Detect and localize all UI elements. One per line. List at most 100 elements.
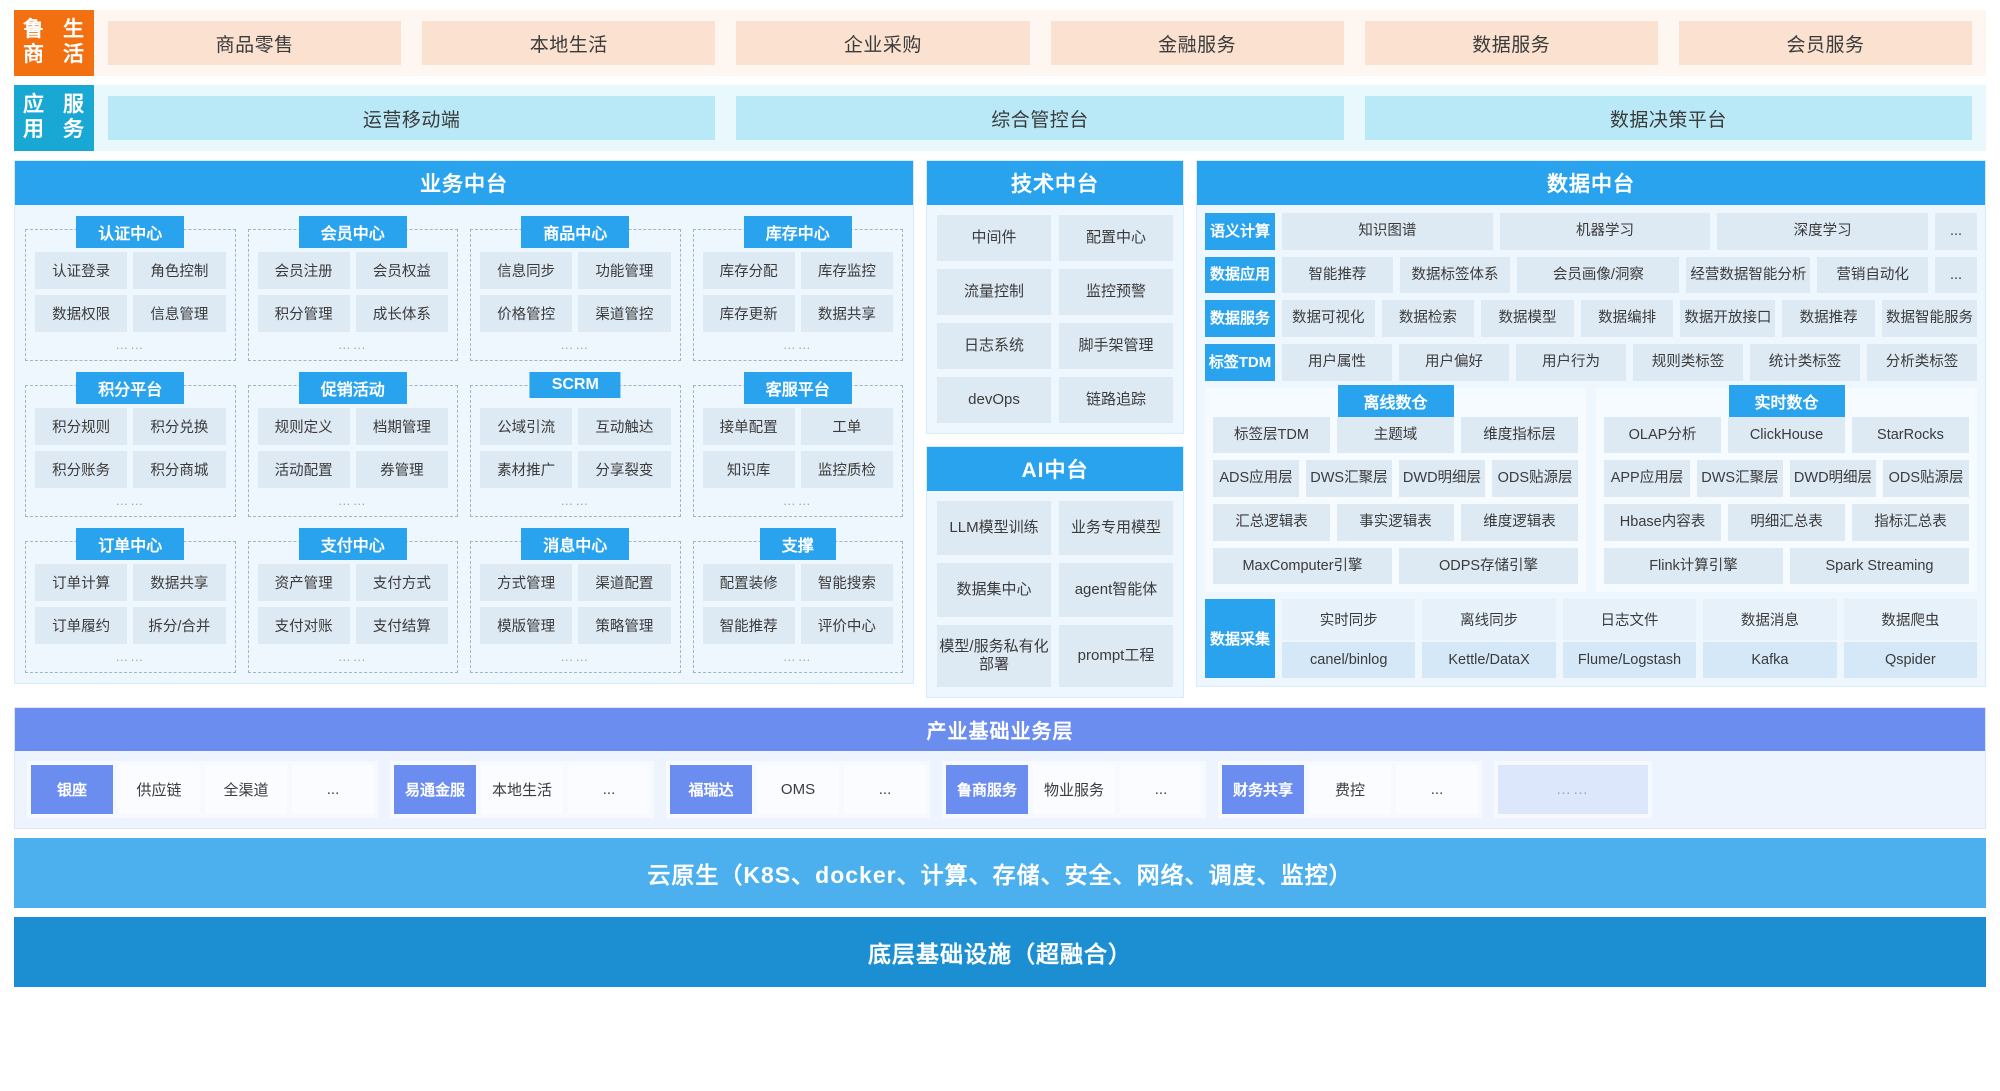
business-center-cell[interactable]: 会员权益 bbox=[355, 252, 448, 289]
business-center-cell[interactable]: 知识库 bbox=[702, 451, 795, 488]
data-collection-tool[interactable]: Flume/Logstash bbox=[1562, 642, 1697, 679]
business-center-cell[interactable]: 成长体系 bbox=[355, 295, 448, 332]
tech-cell[interactable]: 配置中心 bbox=[1059, 215, 1173, 261]
band-item[interactable]: 商品零售 bbox=[108, 21, 402, 65]
data-cell[interactable]: 智能推荐 bbox=[1282, 256, 1393, 294]
business-center-cell[interactable]: 积分管理 bbox=[257, 295, 350, 332]
data-cell[interactable]: 经营数据智能分析 bbox=[1686, 256, 1811, 294]
data-collection-tool[interactable]: canel/binlog bbox=[1282, 642, 1416, 679]
data-cell[interactable]: 机器学习 bbox=[1499, 213, 1711, 250]
band-item[interactable]: 企业采购 bbox=[736, 21, 1030, 65]
data-cell[interactable]: ... bbox=[1935, 213, 1978, 250]
business-center-cell[interactable]: 资产管理 bbox=[257, 564, 350, 601]
data-warehouse-cell[interactable]: Flink计算引擎 bbox=[1604, 547, 1783, 585]
data-collection-tool[interactable]: Kettle/DataX bbox=[1422, 642, 1556, 679]
industry-group-item[interactable]: ... bbox=[568, 765, 650, 814]
business-center-cell[interactable]: 数据共享 bbox=[133, 564, 226, 601]
business-center-cell[interactable]: 分享裂变 bbox=[578, 451, 671, 488]
data-warehouse-cell[interactable]: ODS贴源层 bbox=[1492, 460, 1578, 498]
data-cell[interactable]: 用户行为 bbox=[1516, 344, 1626, 381]
data-cell[interactable]: 数据编排 bbox=[1580, 300, 1674, 338]
business-center-cell[interactable]: 积分账务 bbox=[35, 451, 128, 488]
industry-group-item[interactable]: OMS bbox=[757, 765, 839, 814]
data-cell[interactable]: 统计类标签 bbox=[1750, 344, 1860, 381]
data-collection-type[interactable]: 数据爬虫 bbox=[1843, 599, 1978, 641]
business-center-cell[interactable]: 活动配置 bbox=[257, 451, 350, 488]
business-center-cell[interactable]: 积分商城 bbox=[133, 451, 226, 488]
band-item[interactable]: 运营移动端 bbox=[108, 96, 716, 140]
data-cell[interactable]: 知识图谱 bbox=[1282, 213, 1493, 250]
industry-group-item[interactable]: ... bbox=[844, 765, 926, 814]
data-collection-type[interactable]: 离线同步 bbox=[1422, 599, 1556, 641]
business-center-cell[interactable]: 角色控制 bbox=[133, 252, 226, 289]
data-cell[interactable]: 数据智能服务 bbox=[1881, 300, 1977, 338]
data-collection-tool[interactable]: Kafka bbox=[1703, 642, 1837, 679]
data-cell[interactable]: 营销自动化 bbox=[1817, 256, 1929, 294]
data-warehouse-cell[interactable]: 维度指标层 bbox=[1461, 416, 1578, 454]
business-center-cell[interactable]: 渠道配置 bbox=[578, 564, 671, 601]
business-center-cell[interactable]: 积分兑换 bbox=[133, 408, 226, 445]
industry-group-item[interactable]: ... bbox=[292, 765, 374, 814]
data-collection-tool[interactable]: Qspider bbox=[1843, 642, 1978, 679]
industry-group-head[interactable]: 福瑞达 bbox=[670, 765, 752, 814]
industry-group-head[interactable]: 易通金服 bbox=[394, 765, 476, 814]
data-warehouse-cell[interactable]: ClickHouse bbox=[1728, 416, 1845, 454]
band-item[interactable]: 本地生活 bbox=[422, 21, 716, 65]
business-center-cell[interactable]: 订单履约 bbox=[35, 607, 128, 644]
data-warehouse-cell[interactable]: 事实逻辑表 bbox=[1337, 504, 1454, 541]
industry-group-head[interactable]: 财务共享 bbox=[1222, 765, 1304, 814]
data-warehouse-cell[interactable]: DWS汇聚层 bbox=[1305, 460, 1392, 498]
data-warehouse-cell[interactable]: ODS贴源层 bbox=[1883, 460, 1969, 498]
band-item[interactable]: 数据决策平台 bbox=[1364, 96, 1972, 140]
data-cell[interactable]: 数据开放接口 bbox=[1680, 300, 1776, 338]
tech-cell[interactable]: 链路追踪 bbox=[1059, 377, 1173, 423]
industry-group-item[interactable]: 物业服务 bbox=[1033, 765, 1115, 814]
business-center-cell[interactable]: 券管理 bbox=[355, 451, 448, 488]
data-cell[interactable]: 数据推荐 bbox=[1782, 300, 1875, 338]
data-warehouse-cell[interactable]: Spark Streaming bbox=[1790, 547, 1969, 585]
data-cell[interactable]: 数据标签体系 bbox=[1399, 256, 1511, 294]
business-center-cell[interactable]: 工单 bbox=[800, 408, 893, 445]
data-collection-type[interactable]: 数据消息 bbox=[1703, 599, 1837, 641]
data-cell[interactable]: 数据模型 bbox=[1481, 300, 1574, 338]
data-warehouse-cell[interactable]: OLAP分析 bbox=[1604, 416, 1721, 454]
business-center-cell[interactable]: 支付对账 bbox=[257, 607, 350, 644]
data-warehouse-cell[interactable]: 维度逻辑表 bbox=[1461, 504, 1578, 541]
data-collection-type[interactable]: 实时同步 bbox=[1282, 599, 1416, 641]
business-center-cell[interactable]: 素材推广 bbox=[480, 451, 573, 488]
tech-cell[interactable]: 脚手架管理 bbox=[1059, 323, 1173, 369]
data-cell[interactable]: 分析类标签 bbox=[1867, 344, 1977, 381]
industry-group-item[interactable]: 供应链 bbox=[118, 765, 200, 814]
business-center-cell[interactable]: 智能搜索 bbox=[800, 564, 893, 601]
tech-cell[interactable]: 日志系统 bbox=[937, 323, 1051, 369]
tech-cell[interactable]: 流量控制 bbox=[937, 269, 1051, 315]
business-center-cell[interactable]: 方式管理 bbox=[480, 564, 573, 601]
data-cell[interactable]: 用户偏好 bbox=[1399, 344, 1509, 381]
tech-cell[interactable]: 中间件 bbox=[937, 215, 1051, 261]
data-warehouse-cell[interactable]: Hbase内容表 bbox=[1604, 504, 1721, 541]
data-warehouse-cell[interactable]: 指标汇总表 bbox=[1852, 504, 1969, 541]
band-item[interactable]: 数据服务 bbox=[1364, 21, 1658, 65]
ai-cell[interactable]: agent智能体 bbox=[1059, 563, 1173, 617]
data-warehouse-cell[interactable]: ADS应用层 bbox=[1213, 460, 1299, 498]
business-center-cell[interactable]: 接单配置 bbox=[702, 408, 795, 445]
industry-group-item[interactable]: 本地生活 bbox=[481, 765, 563, 814]
business-center-cell[interactable]: 评价中心 bbox=[800, 607, 893, 644]
business-center-cell[interactable]: 库存监控 bbox=[800, 252, 893, 289]
business-center-cell[interactable]: 信息同步 bbox=[480, 252, 573, 289]
industry-group-head[interactable]: 鲁商服务 bbox=[946, 765, 1028, 814]
data-warehouse-cell[interactable]: DWD明细层 bbox=[1789, 460, 1877, 498]
ai-cell[interactable]: 业务专用模型 bbox=[1059, 501, 1173, 555]
data-cell[interactable]: 数据可视化 bbox=[1282, 300, 1375, 338]
business-center-cell[interactable]: 数据权限 bbox=[35, 295, 128, 332]
data-warehouse-cell[interactable]: MaxComputer引擎 bbox=[1213, 547, 1392, 585]
data-warehouse-cell[interactable]: DWD明细层 bbox=[1398, 460, 1486, 498]
data-cell[interactable]: 数据检索 bbox=[1381, 300, 1475, 338]
band-item[interactable]: 综合管控台 bbox=[736, 96, 1344, 140]
data-warehouse-cell[interactable]: 标签层TDM bbox=[1213, 416, 1330, 454]
business-center-cell[interactable]: 功能管理 bbox=[578, 252, 671, 289]
data-warehouse-cell[interactable]: StarRocks bbox=[1852, 416, 1969, 454]
business-center-cell[interactable]: 积分规则 bbox=[35, 408, 128, 445]
business-center-cell[interactable]: 信息管理 bbox=[133, 295, 226, 332]
business-center-cell[interactable]: 认证登录 bbox=[35, 252, 128, 289]
